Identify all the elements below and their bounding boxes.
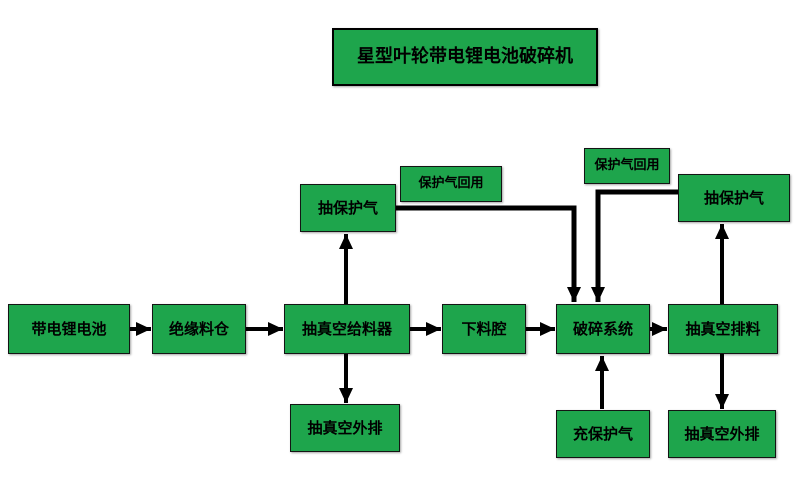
- node-gas-reuse-left: 保护气回用: [400, 166, 502, 202]
- node-vacuum-exhaust-left: 抽真空外排: [290, 404, 400, 452]
- node-crushing-system: 破碎系统: [556, 304, 650, 354]
- gas-reuse-line-right: [591, 189, 678, 302]
- node-extract-gas-right: 抽保护气: [678, 174, 790, 222]
- node-charge-gas: 充保护气: [556, 410, 650, 458]
- node-vacuum-discharge: 抽真空排料: [668, 304, 778, 354]
- node-insulation-silo: 绝缘料仓: [152, 304, 246, 354]
- node-vacuum-feeder: 抽真空给料器: [284, 304, 410, 354]
- node-vacuum-exhaust-right: 抽真空外排: [668, 410, 776, 458]
- diagram-title: 星型叶轮带电锂电池破碎机: [332, 28, 598, 86]
- node-gas-reuse-right: 保护气回用: [584, 148, 670, 184]
- gas-reuse-line-left: [396, 205, 581, 302]
- node-feed-chamber: 下料腔: [442, 304, 526, 354]
- node-battery: 带电锂电池: [8, 304, 130, 354]
- node-extract-gas-left: 抽保护气: [300, 184, 396, 232]
